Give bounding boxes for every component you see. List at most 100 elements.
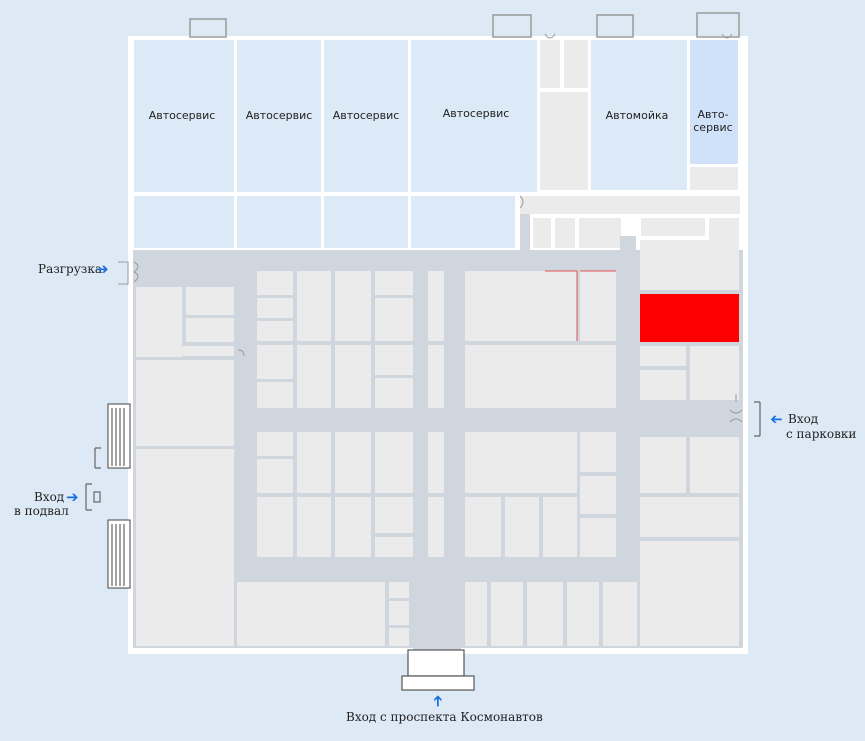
room-autoservice-2[interactable]	[237, 40, 321, 192]
room[interactable]	[690, 437, 739, 493]
room[interactable]	[335, 271, 371, 341]
room-small-row	[520, 196, 740, 214]
room[interactable]	[257, 345, 293, 379]
room-small-2	[533, 218, 551, 248]
room[interactable]	[335, 345, 371, 408]
room-small-4	[579, 218, 621, 248]
room[interactable]	[580, 432, 616, 472]
room[interactable]	[389, 628, 409, 646]
room[interactable]	[375, 345, 413, 375]
room-left-3[interactable]	[186, 318, 234, 342]
room-narrow-2[interactable]	[428, 345, 444, 408]
room[interactable]	[375, 298, 413, 341]
room[interactable]	[640, 497, 739, 537]
stairs-left	[107, 403, 131, 589]
room-left-5[interactable]	[136, 360, 234, 446]
room[interactable]	[465, 582, 487, 646]
label-autoservice-1: Автосервис	[149, 109, 216, 122]
room[interactable]	[375, 432, 413, 493]
label-autoservice-5-line1: Авто-	[697, 108, 728, 121]
top-service-block	[134, 12, 740, 290]
room[interactable]	[465, 497, 501, 557]
room[interactable]	[580, 476, 616, 514]
main-entrance-porch	[401, 649, 475, 691]
room[interactable]	[640, 541, 739, 646]
room[interactable]	[580, 271, 616, 341]
room[interactable]	[505, 497, 539, 557]
room[interactable]	[335, 432, 371, 493]
room[interactable]	[335, 497, 371, 557]
room[interactable]	[297, 497, 331, 557]
room[interactable]	[257, 382, 293, 408]
room[interactable]	[640, 370, 686, 400]
room[interactable]	[640, 240, 739, 290]
room[interactable]	[257, 321, 293, 341]
room-autoservice-4[interactable]	[411, 40, 537, 192]
room[interactable]	[690, 346, 739, 400]
room[interactable]	[297, 345, 331, 408]
room[interactable]	[389, 601, 409, 625]
room[interactable]	[297, 432, 331, 493]
corridor-entrance	[413, 578, 461, 650]
room[interactable]	[465, 432, 577, 493]
room-narrow-3[interactable]	[428, 432, 444, 493]
room[interactable]	[465, 271, 577, 341]
room-autoservice-1-annex	[134, 196, 234, 248]
room-narrow-4[interactable]	[428, 497, 444, 557]
room[interactable]	[257, 497, 293, 557]
room-carwash[interactable]	[591, 40, 687, 190]
room[interactable]	[257, 459, 293, 493]
label-autoservice-4: Автосервис	[443, 107, 510, 120]
room[interactable]	[257, 432, 293, 456]
room-small-1	[540, 40, 560, 88]
room[interactable]	[603, 582, 637, 646]
room-left-2[interactable]	[186, 287, 234, 315]
room-autoservice-5[interactable]	[690, 40, 738, 164]
room[interactable]	[567, 582, 599, 646]
room[interactable]	[580, 518, 616, 557]
room-selected[interactable]	[640, 294, 739, 342]
room[interactable]	[389, 582, 409, 598]
doors	[118, 33, 743, 423]
block-c	[257, 432, 413, 557]
room[interactable]	[491, 582, 523, 646]
label-basement-line2: в подвал	[14, 504, 69, 518]
room[interactable]	[375, 537, 413, 557]
parking-door	[754, 401, 761, 437]
room[interactable]	[257, 271, 293, 295]
room[interactable]	[375, 271, 413, 295]
room[interactable]	[375, 497, 413, 533]
room-narrow-1[interactable]	[428, 271, 444, 341]
right-column	[640, 240, 739, 646]
left-wing	[136, 287, 234, 646]
corridor-center-b	[447, 268, 461, 566]
label-basement-line1: Вход	[34, 490, 65, 504]
room[interactable]	[527, 582, 563, 646]
room[interactable]	[640, 346, 686, 366]
basement-door	[85, 447, 101, 511]
room[interactable]	[375, 378, 413, 408]
block-b	[465, 270, 616, 408]
roof-box-1	[189, 18, 227, 38]
stairs-2	[690, 167, 738, 190]
room-small-5	[641, 218, 705, 236]
room-autoservice-1[interactable]	[134, 40, 234, 192]
room[interactable]	[257, 298, 293, 318]
roof-box-3	[596, 14, 634, 38]
room[interactable]	[237, 582, 385, 646]
room[interactable]	[465, 345, 616, 408]
label-autoservice-3: Автосервис	[333, 109, 400, 122]
room[interactable]	[297, 271, 331, 341]
arrow-icon: ➔	[96, 260, 109, 278]
room-left-6[interactable]	[136, 449, 234, 646]
room-left-1[interactable]	[136, 287, 182, 357]
room-stairwell	[540, 92, 588, 190]
stairs	[564, 40, 588, 88]
room[interactable]	[640, 437, 686, 493]
corridor-middle	[237, 412, 727, 428]
room-autoservice-3[interactable]	[324, 40, 408, 192]
corridor-left	[237, 268, 253, 566]
corridor-top	[148, 254, 638, 268]
room[interactable]	[543, 497, 577, 557]
